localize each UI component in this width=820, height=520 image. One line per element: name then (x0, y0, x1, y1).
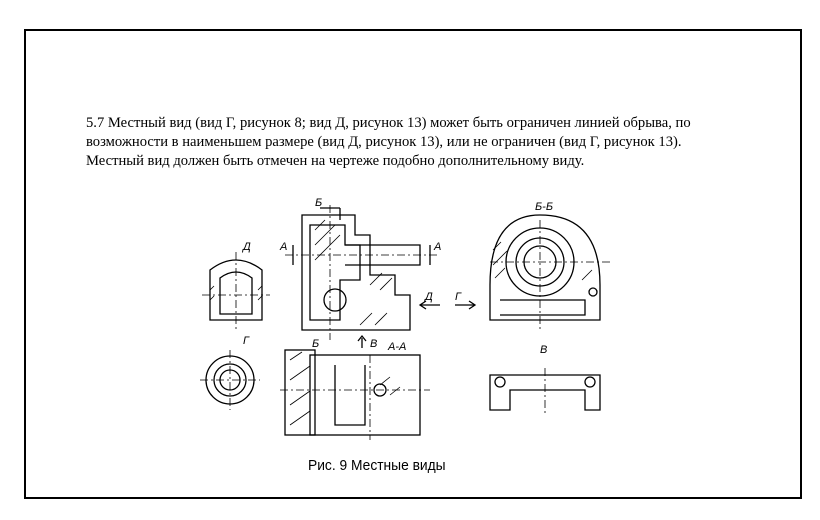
label-section-bb: Б-Б (535, 201, 553, 213)
local-view-d (202, 252, 270, 330)
local-view-g (200, 350, 260, 410)
label-view-v: В (540, 344, 547, 356)
label-section-aa: А-А (387, 341, 406, 353)
label-cut-b-top: Б (315, 197, 322, 209)
label-arrow-g: Г (455, 291, 462, 303)
section-b-b-view (489, 214, 610, 330)
paragraph-line-3: Местный вид должен быть отмечен на черте… (86, 153, 585, 169)
label-section-a-right: А (433, 241, 441, 253)
paragraph-line-2: возможности в наименьшем размере (вид Д,… (86, 134, 682, 150)
label-view-v-arrow: В (370, 338, 377, 350)
main-section-view (285, 205, 477, 340)
label-view-g: Г (243, 335, 250, 347)
label-cut-b-bottom: Б (312, 338, 319, 350)
section-a-a-view (280, 334, 430, 440)
paragraph-5-7: 5.7 Местный вид (вид Г, рисунок 8; вид Д… (86, 114, 776, 171)
label-arrow-d: Д (423, 291, 433, 303)
view-v (489, 368, 601, 415)
page-frame (24, 29, 802, 499)
label-view-d: Д (241, 241, 251, 253)
figure-caption: Рис. 9 Местные виды (308, 457, 446, 474)
paragraph-line-1: 5.7 Местный вид (вид Г, рисунок 8; вид Д… (86, 115, 691, 131)
technical-drawing: Д Г Б А А Д Г Б-Б Б В А-А В (200, 197, 610, 440)
label-section-a-left: А (279, 241, 287, 253)
